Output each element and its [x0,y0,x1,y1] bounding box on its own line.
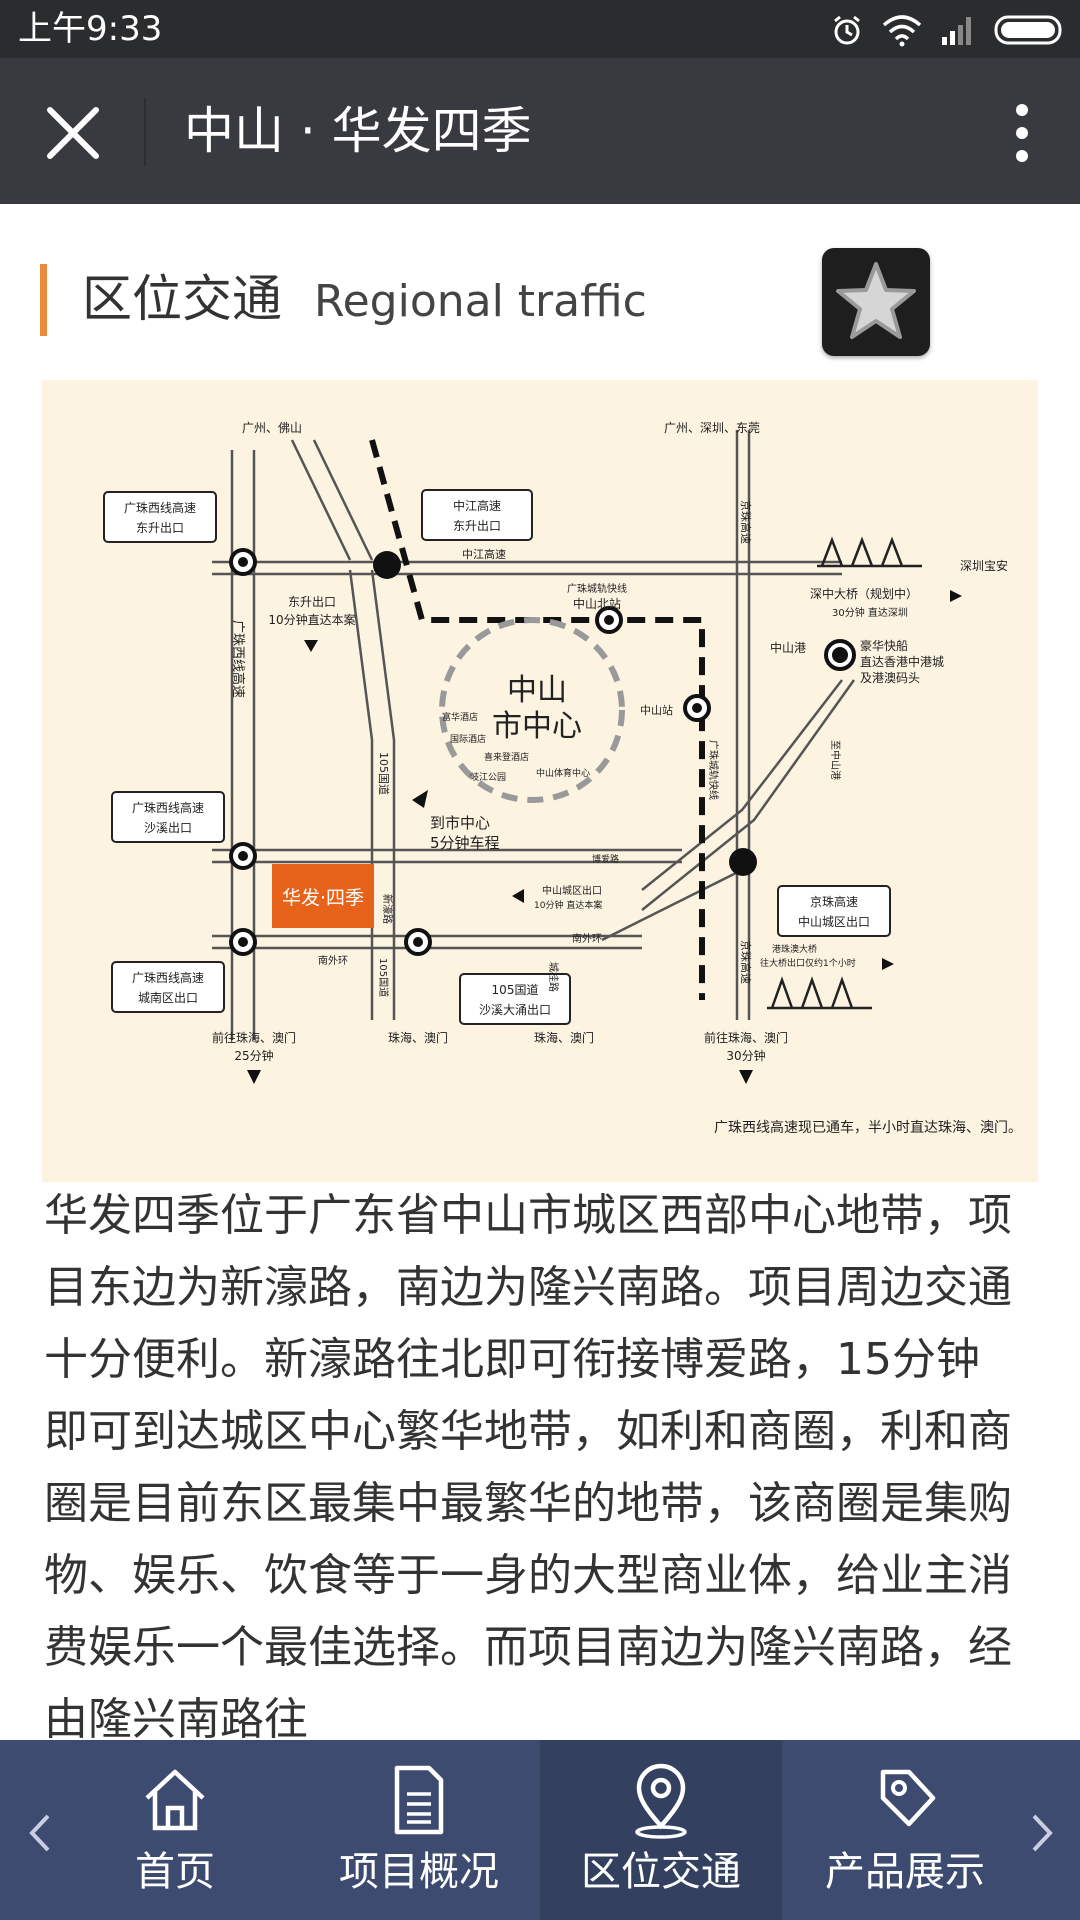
map-label: 城桂路 [547,962,560,992]
map-poi: 国际酒店 [450,733,486,745]
status-time: 上午9:33 [18,9,163,49]
map-label: 珠海、澳门 [534,1030,594,1045]
tag-icon [880,1769,936,1827]
favorite-button[interactable] [822,248,930,356]
map-label: 广珠西线高速 [132,800,204,815]
nav-item-overview[interactable]: 项目概况 [298,1740,540,1920]
map-label: 前往珠海、澳门 [212,1030,296,1045]
map-label: 广州、佛山 [242,421,302,435]
chevron-left-icon[interactable] [22,1806,58,1860]
map-label: 中山站 [640,703,673,717]
map-label: 105国道 [492,983,539,997]
traffic-map: 华发·四季 广州、佛山 广州、深圳、东莞 广珠西线高速 东升出口 中江高速 东升… [42,380,1038,1182]
bottom-nav: 首页 项目概况 区位交通 产品展示 [0,1740,1080,1920]
map-label: 30分钟 直达深圳 [832,606,908,619]
close-icon[interactable] [40,100,106,166]
chevron-right-icon[interactable] [1024,1806,1060,1860]
nav-item-traffic[interactable]: 区位交通 [540,1740,782,1920]
map-poi: 富华酒店 [442,711,478,723]
wifi-icon [882,15,922,47]
map-label: 博爱路 [592,853,619,865]
page-title: 中山 · 华发四季 [184,102,532,160]
map-label: 东升出口 [453,519,501,533]
map-label: 广珠城轨快线 [707,740,720,800]
app-bar-divider [144,98,146,166]
home-icon [145,1769,205,1831]
nav-label-products: 产品展示 [825,1849,985,1895]
nav-item-home[interactable]: 首页 [54,1740,296,1920]
map-label: 直达香港中港城 [860,654,944,669]
map-label: 25分钟 [234,1048,273,1063]
nav-label-overview: 项目概况 [339,1849,499,1895]
map-label: 105国道 [377,958,390,997]
map-label: 前往珠海、澳门 [704,1030,788,1045]
map-label: 广珠西线高速 [132,970,204,985]
map-label: 广珠西线高速 [230,620,246,698]
map-poi: 岐江公园 [470,771,506,783]
map-label: 到市中心 [430,814,490,832]
map-label: 京珠高速 [810,894,858,909]
map-label: 珠海、澳门 [388,1030,448,1045]
map-label: 中江高速 [453,498,501,513]
traffic-map-drawing: 华发·四季 广州、佛山 广州、深圳、东莞 广珠西线高速 东升出口 中江高速 东升… [103,421,1022,1136]
map-label: 广珠城轨快线 [567,582,627,595]
city-center-label: 中山 [507,673,567,708]
document-icon [394,1765,444,1835]
nav-label-traffic: 区位交通 [581,1849,741,1895]
bridge-icon [767,536,922,1010]
city-center-label: 市中心 [492,709,582,744]
section-title-en: Regional traffic [314,276,647,327]
map-label: 深中大桥（规划中） [810,586,918,601]
description-text: 华发四季位于广东省中山市城区西部中心地带，项目东边为新濠路，南边为隆兴南路。项目… [44,1190,1012,1740]
map-label: 广州、深圳、东莞 [664,421,760,435]
map-label: 30分钟 [726,1048,765,1063]
map-label: 东升出口 [136,521,184,535]
nav-label-home: 首页 [135,1849,215,1895]
project-marker [272,864,374,928]
map-label: 及港澳码头 [860,671,920,685]
more-vertical-icon[interactable] [1010,100,1034,166]
map-label: 广珠西线高速 [124,500,196,515]
map-label: 新濠路 [381,894,394,924]
map-poi: 喜来登酒店 [484,751,529,763]
map-label: 中江高速 [462,547,506,561]
map-label: 至中山港 [829,740,842,780]
section-accent-bar [40,264,47,336]
map-label: 中山港 [770,640,806,655]
status-bar: 上午9:33 [0,0,1080,58]
map-label: 深圳宝安 [960,558,1008,573]
map-poi: 中山体育中心 [536,767,590,779]
section-title-zh: 区位交通 [82,270,282,328]
map-label: 往大桥出口仅约1个小时 [760,957,856,969]
map-label: 105国道 [377,752,391,795]
map-label: 京珠高速 [739,500,753,544]
signal-icon [942,17,971,45]
map-label: 沙溪出口 [144,821,192,835]
nav-item-products[interactable]: 产品展示 [784,1740,1026,1920]
map-label: 东升出口 [288,595,336,609]
map-label: 城南区出口 [138,990,198,1005]
map-label: 港珠澳大桥 [772,943,817,955]
star-icon [836,262,916,339]
map-label: 10分钟直达本案 [268,612,355,627]
section-heading: 区位交通 Regional traffic [40,262,840,336]
map-label: 中山城区出口 [798,914,870,929]
status-icons [830,10,1066,50]
map-label: 10分钟 直达本案 [534,899,602,911]
alarm-icon [834,15,860,45]
map-label: 沙溪大涌出口 [479,1003,551,1017]
map-label: 京珠高速 [739,940,753,984]
app-bar: 中山 · 华发四季 [0,58,1080,204]
map-label: 5分钟车程 [430,834,500,852]
battery-icon [994,15,1062,45]
map-label: 南外环 [318,954,348,967]
location-pin-icon [635,1763,687,1839]
map-label: 中山城区出口 [542,884,602,897]
map-footnote: 广珠西线高速现已通车，半小时直达珠海、澳门。 [714,1119,1022,1136]
project-name: 华发·四季 [282,887,364,909]
map-label: 南外环 [572,932,602,945]
map-label: 中山北站 [573,596,621,611]
map-label: 豪华快船 [860,638,908,653]
